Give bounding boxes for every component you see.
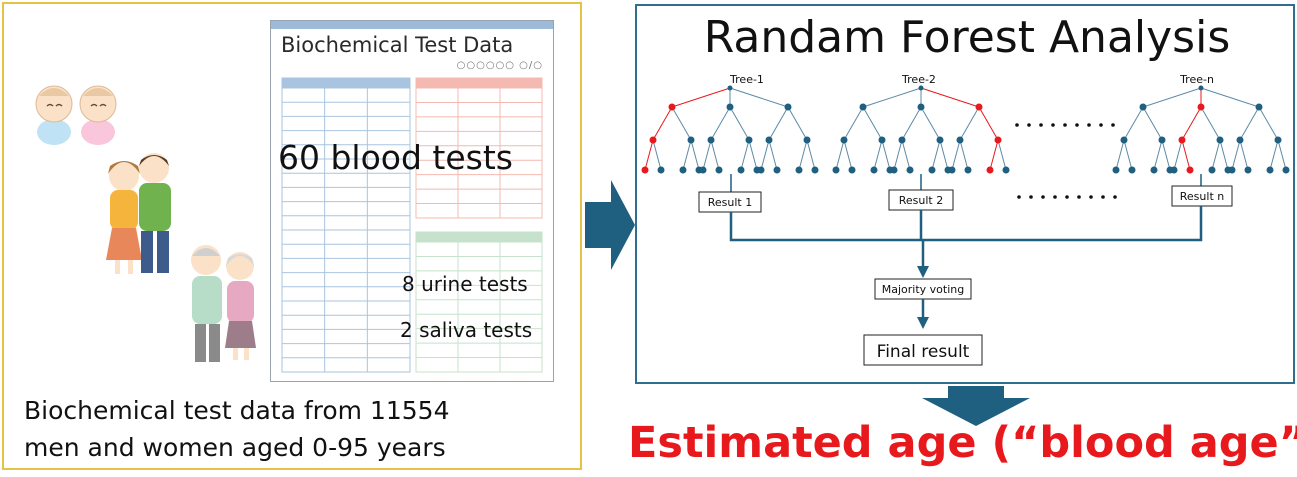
random-forest-diagram: Tree-1 Tree-2 Tree-n Result 1 Result 2 R… [641, 73, 1290, 366]
tree-label: Tree-n [1179, 73, 1214, 86]
baby-pink-icon [79, 85, 117, 145]
decision-tree [832, 85, 1010, 174]
sheet-header-bar [271, 21, 553, 29]
majority-voting-label: Majority voting [882, 283, 964, 296]
caption-line-1: Biochemical test data from 11554 [24, 396, 450, 425]
blood-tests-label: 60 blood tests [278, 138, 513, 177]
sheet-code: ○○○○○○ ○/○ [456, 60, 543, 71]
caption-line-2: men and women aged 0-95 years [24, 433, 446, 462]
sheet-tables [281, 77, 543, 373]
tree-label: Tree-2 [901, 73, 936, 86]
adult-woman-icon [106, 161, 142, 274]
saliva-tests-label: 2 saliva tests [400, 318, 533, 342]
arrow-right-icon [585, 180, 635, 270]
dataset-caption: Biochemical test data from 11554 men and… [24, 392, 450, 466]
random-forest-title: Randam Forest Analysis [703, 12, 1231, 63]
adult-man-icon [139, 153, 171, 273]
sheet-title: Biochemical Test Data [281, 33, 514, 57]
baby-blue-icon [35, 85, 73, 145]
result-ellipsis [1017, 195, 1117, 199]
decision-tree [641, 85, 819, 174]
elderly-woman-icon [225, 252, 256, 360]
elderly-man-icon [191, 245, 222, 362]
result-1-label: Result 1 [708, 196, 752, 209]
arrow-down-icon [922, 386, 1030, 426]
estimated-age-label: Estimated age (“blood age”) [628, 418, 1297, 468]
people-illustration [35, 85, 256, 362]
urine-table [415, 77, 543, 219]
decision-tree [1112, 85, 1290, 174]
urine-tests-label: 8 urine tests [402, 272, 528, 296]
tree-ellipsis [1015, 123, 1115, 127]
result-2-label: Result 2 [899, 194, 943, 207]
result-n-label: Result n [1180, 190, 1224, 203]
blood-table [281, 77, 411, 373]
tree-label: Tree-1 [729, 73, 764, 86]
saliva-table [415, 231, 543, 373]
final-result-label: Final result [877, 342, 970, 362]
final-result-box [863, 334, 983, 366]
